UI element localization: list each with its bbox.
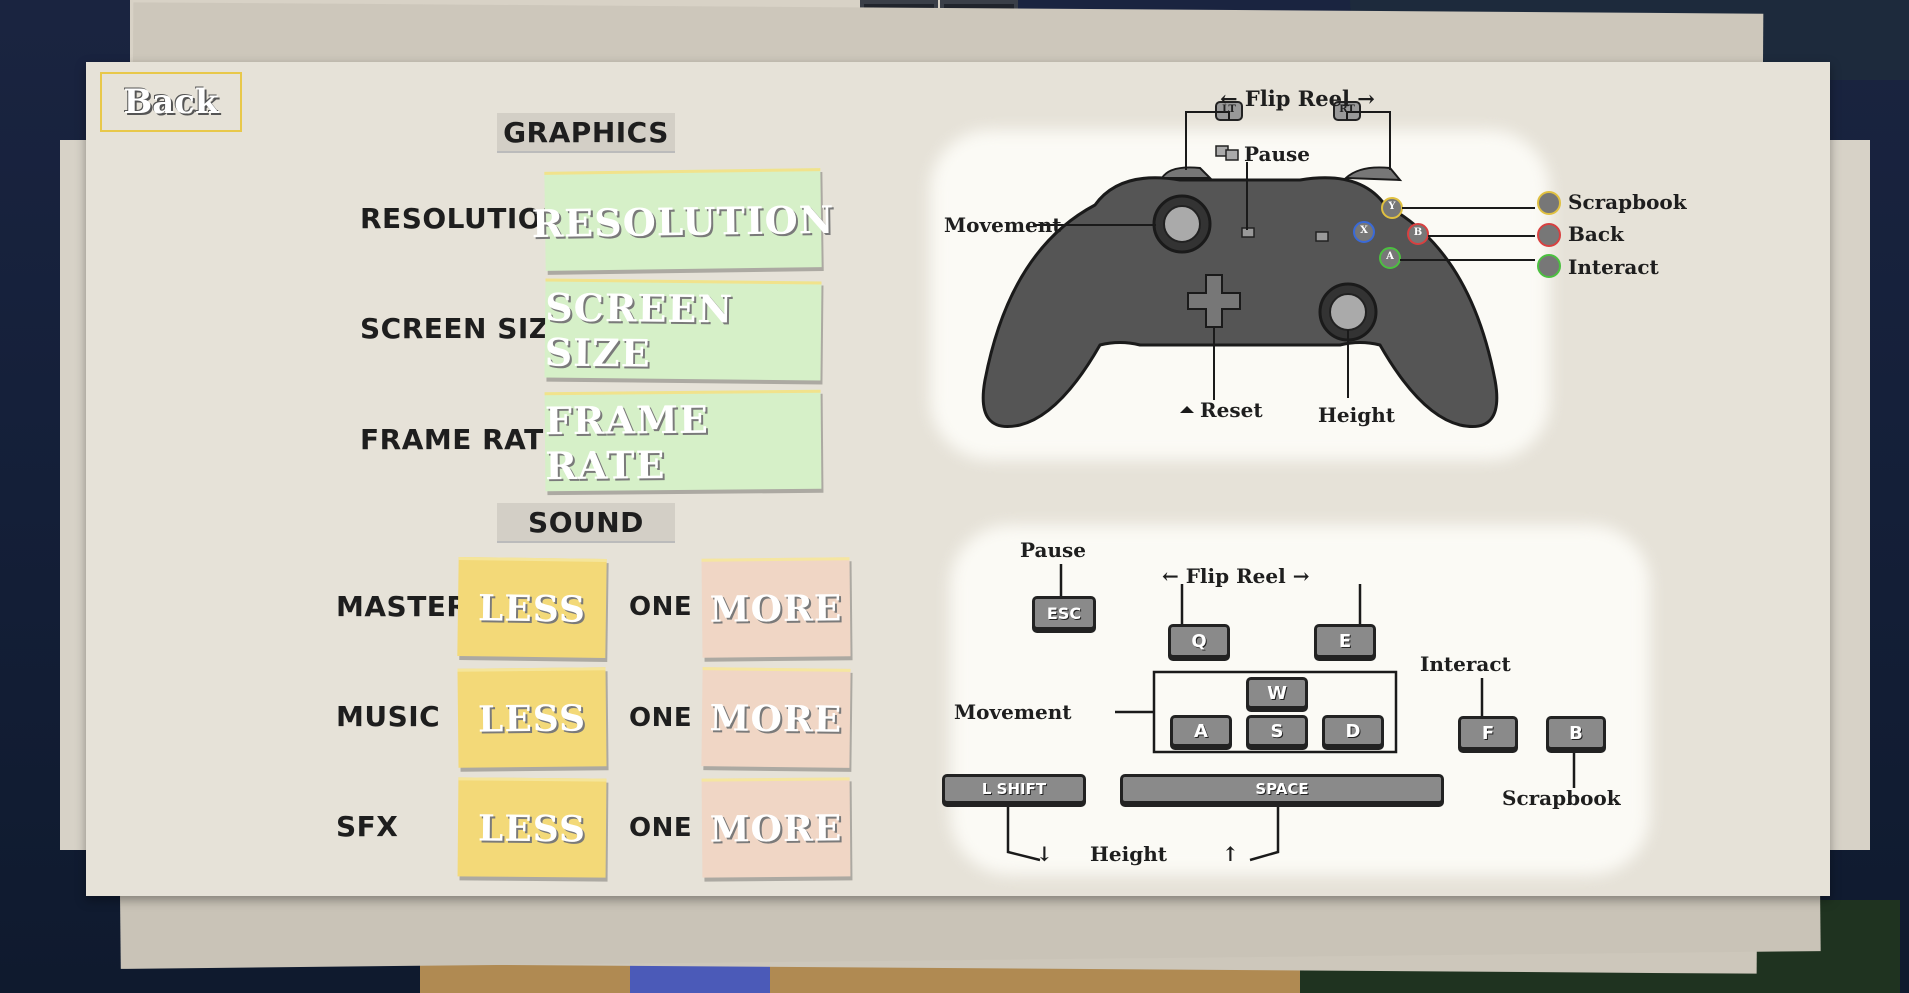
e-key: E bbox=[1314, 624, 1376, 658]
f-key: F bbox=[1458, 716, 1518, 750]
sfx-label: SFX bbox=[336, 810, 399, 843]
keyboard-flip-reel-label: ← Flip Reel → bbox=[1162, 564, 1310, 588]
rt-label: RT bbox=[1339, 104, 1355, 115]
q-key: Q bbox=[1168, 624, 1230, 658]
back-button[interactable]: Back bbox=[100, 72, 242, 132]
keyboard-movement-label: Movement bbox=[954, 700, 1072, 724]
left-stick bbox=[1163, 205, 1201, 243]
face-button-b bbox=[1407, 223, 1429, 245]
legend-button-b bbox=[1537, 223, 1561, 247]
a-key: A bbox=[1170, 715, 1232, 747]
left-bumper bbox=[1160, 166, 1213, 179]
controller-height-label: Height bbox=[1318, 403, 1395, 427]
sfx-value: ONE bbox=[629, 813, 693, 843]
b-key: B bbox=[1546, 716, 1606, 750]
face-button-y-letter: Y bbox=[1388, 201, 1396, 212]
music-value: ONE bbox=[629, 703, 693, 733]
controller-back-label: Back bbox=[1568, 222, 1624, 246]
height-up-arrow-icon: ↑ bbox=[1222, 842, 1239, 866]
d-key: D bbox=[1322, 715, 1384, 747]
controller-pause-label: Pause bbox=[1244, 142, 1310, 166]
frame-rate-label: FRAME RATE bbox=[360, 423, 564, 456]
keyboard-scrapbook-label: Scrapbook bbox=[1502, 786, 1621, 810]
lt-label: LT bbox=[1222, 104, 1236, 115]
controller-reset-label: Reset bbox=[1200, 398, 1263, 422]
graphics-title: GRAPHICS bbox=[497, 113, 675, 151]
left-shift-key: L SHIFT bbox=[942, 774, 1086, 804]
height-down-arrow-icon: ↓ bbox=[1036, 842, 1053, 866]
keyboard-pause-label: Pause bbox=[1020, 538, 1086, 562]
legend-button-a bbox=[1537, 254, 1561, 278]
dpad bbox=[1187, 274, 1241, 328]
s-key: S bbox=[1246, 715, 1308, 747]
master-value: ONE bbox=[629, 592, 693, 622]
keyboard-height-label: Height bbox=[1090, 842, 1167, 866]
face-button-a-letter: A bbox=[1386, 251, 1394, 262]
controller-leader-lines bbox=[1035, 111, 1535, 400]
esc-key: ESC bbox=[1032, 596, 1096, 630]
music-label: MUSIC bbox=[336, 700, 441, 733]
back-button-label: Back bbox=[123, 82, 219, 122]
controller-movement-label: Movement bbox=[944, 213, 1062, 237]
face-button-x bbox=[1353, 221, 1375, 243]
screen-size-label: SCREEN SIZE bbox=[360, 312, 570, 345]
keyboard-interact-label: Interact bbox=[1420, 652, 1511, 676]
space-key: SPACE bbox=[1120, 774, 1444, 804]
pause-icon bbox=[1225, 149, 1239, 161]
face-button-b-letter: B bbox=[1413, 227, 1423, 238]
resolution-label: RESOLUTION bbox=[360, 202, 566, 235]
keyboard-leader-lines bbox=[1006, 564, 1576, 862]
legend-button-y bbox=[1537, 191, 1561, 215]
reset-arrow-icon bbox=[1180, 406, 1194, 413]
menu-button bbox=[1315, 231, 1329, 242]
face-button-x-letter: X bbox=[1360, 225, 1368, 236]
face-button-a bbox=[1379, 247, 1401, 269]
w-key: W bbox=[1246, 677, 1308, 709]
controller-interact-label: Interact bbox=[1568, 255, 1659, 279]
controller-flip-reel-label: ← Flip Reel → bbox=[1220, 86, 1375, 111]
master-label: MASTER bbox=[336, 590, 469, 623]
controller-scrapbook-label: Scrapbook bbox=[1568, 190, 1687, 214]
sound-title: SOUND bbox=[497, 503, 675, 541]
